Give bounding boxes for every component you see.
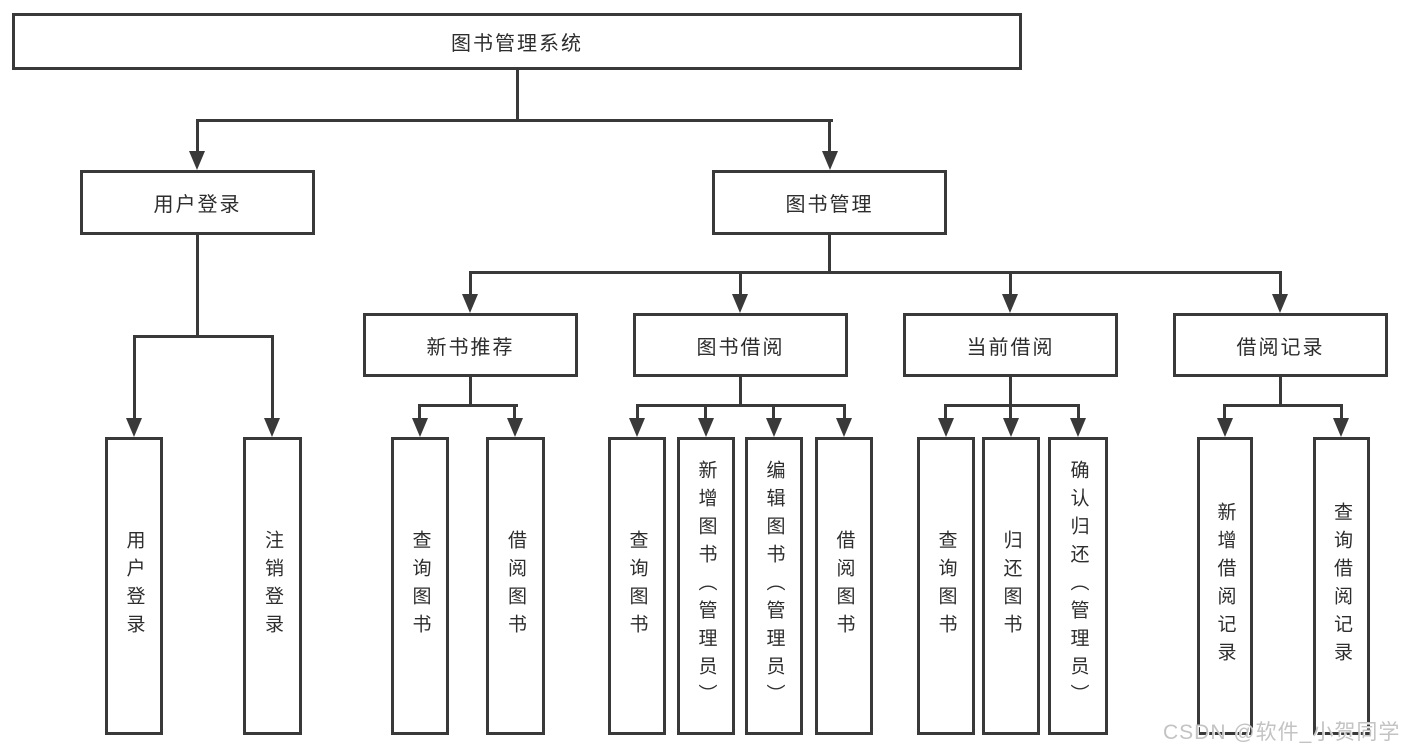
connector-drop-borrow-record	[1279, 271, 1282, 296]
leaf-add-borrow-record: 新增借阅记录	[1197, 437, 1253, 735]
node-label: 查询图书	[409, 530, 431, 642]
arrow-to-confirm-return	[1070, 418, 1086, 437]
node-label: 新增借阅记录	[1214, 502, 1236, 670]
node-label: 编辑图书（管理员）	[763, 460, 785, 712]
connector-borrow-record-rail	[1223, 404, 1343, 407]
connector-drop-book-borrow	[739, 271, 742, 296]
node-label: 当前借阅	[966, 336, 1055, 359]
arrow-to-book-mgmt	[822, 151, 838, 170]
connector-book-mgmt-stem	[828, 235, 831, 274]
leaf-logout: 注销登录	[243, 437, 302, 735]
connector-drop	[843, 404, 846, 421]
arrow-to-query-record	[1333, 418, 1349, 437]
leaf-query-borrow-record: 查询借阅记录	[1313, 437, 1370, 735]
arrow-to-borrow-book-1	[507, 418, 523, 437]
leaf-query-book-1: 查询图书	[391, 437, 449, 735]
connector-drop-user-login	[196, 119, 199, 154]
connector-new-book-stem	[469, 377, 472, 407]
node-label: 确认归还（管理员）	[1067, 460, 1089, 712]
leaf-borrow-book-1: 借阅图书	[486, 437, 545, 735]
arrow-to-add-book	[698, 418, 714, 437]
connector-drop-new-book	[469, 271, 472, 296]
connector-drop	[1009, 404, 1012, 421]
connector-current-borrow-stem	[1009, 377, 1012, 407]
connector-drop	[772, 404, 775, 421]
arrow-to-login-leaf	[126, 418, 142, 437]
leaf-edit-book-admin: 编辑图书（管理员）	[745, 437, 803, 735]
node-user-login: 用户登录	[80, 170, 315, 235]
connector-drop	[1340, 404, 1343, 421]
node-label: 图书管理系统	[451, 33, 583, 55]
arrow-to-query-book-2	[629, 418, 645, 437]
connector-user-login-rail	[133, 335, 274, 338]
node-label: 借阅记录	[1236, 336, 1325, 359]
node-label: 查询借阅记录	[1331, 502, 1352, 670]
node-label: 新书推荐	[426, 336, 515, 359]
connector-drop	[944, 404, 947, 421]
node-label: 查询图书	[626, 530, 648, 642]
node-label: 借阅图书	[833, 530, 855, 642]
node-label: 用户登录	[153, 194, 242, 216]
arrow-to-borrow-book-2	[836, 418, 852, 437]
node-book-borrowing: 图书借阅	[633, 313, 848, 377]
csdn-watermark: CSDN @软件_小贺同学	[1163, 721, 1401, 744]
node-new-book-recommend: 新书推荐	[363, 313, 578, 377]
node-label: 图书借阅	[696, 336, 785, 359]
arrow-to-edit-book	[766, 418, 782, 437]
connector-drop	[704, 404, 707, 421]
node-label: 借阅图书	[505, 530, 526, 642]
leaf-add-book-admin: 新增图书（管理员）	[677, 437, 735, 735]
connector-drop	[1223, 404, 1226, 421]
leaf-query-book-2: 查询图书	[608, 437, 666, 735]
connector-drop	[513, 404, 516, 421]
arrow-to-current-borrow	[1002, 294, 1018, 313]
connector-drop-logout-leaf	[271, 335, 274, 421]
node-label: 查询图书	[935, 530, 957, 642]
node-label: 注销登录	[262, 530, 283, 642]
node-book-management: 图书管理	[712, 170, 947, 235]
connector-drop	[636, 404, 639, 421]
node-label: 归还图书	[1000, 530, 1022, 642]
connector-drop-book-mgmt	[828, 119, 831, 154]
connector-borrow-record-stem	[1279, 377, 1282, 407]
arrow-to-book-borrow	[732, 294, 748, 313]
node-label: 用户登录	[123, 530, 145, 642]
connector-drop	[1077, 404, 1080, 421]
connector-root-stem	[516, 68, 519, 121]
connector-current-borrow-rail	[944, 404, 1080, 407]
arrow-to-add-record	[1217, 418, 1233, 437]
arrow-to-new-book	[462, 294, 478, 313]
arrow-to-query-book-3	[938, 418, 954, 437]
node-label: 图书管理	[785, 194, 874, 216]
arrow-to-return-book	[1003, 418, 1019, 437]
node-borrowing-records: 借阅记录	[1173, 313, 1388, 377]
connector-root-rail	[196, 119, 833, 122]
connector-drop	[418, 404, 421, 421]
node-current-borrowing: 当前借阅	[903, 313, 1118, 377]
node-label: 新增图书（管理员）	[695, 460, 717, 712]
connector-new-book-rail	[418, 404, 518, 407]
connector-book-borrow-rail	[636, 404, 846, 407]
leaf-user-login: 用户登录	[105, 437, 163, 735]
leaf-borrow-book-2: 借阅图书	[815, 437, 873, 735]
connector-drop-current-borrow	[1009, 271, 1012, 296]
arrow-to-user-login	[189, 151, 205, 170]
node-library-management-system: 图书管理系统	[12, 13, 1022, 70]
connector-user-login-stem	[196, 235, 199, 338]
arrow-to-logout-leaf	[264, 418, 280, 437]
connector-drop-login-leaf	[133, 335, 136, 421]
connector-book-mgmt-rail	[469, 271, 1282, 274]
connector-book-borrow-stem	[739, 377, 742, 407]
arrow-to-borrow-record	[1272, 294, 1288, 313]
leaf-confirm-return-admin: 确认归还（管理员）	[1048, 437, 1108, 735]
arrow-to-query-book-1	[412, 418, 428, 437]
leaf-query-book-3: 查询图书	[917, 437, 975, 735]
leaf-return-book: 归还图书	[982, 437, 1040, 735]
